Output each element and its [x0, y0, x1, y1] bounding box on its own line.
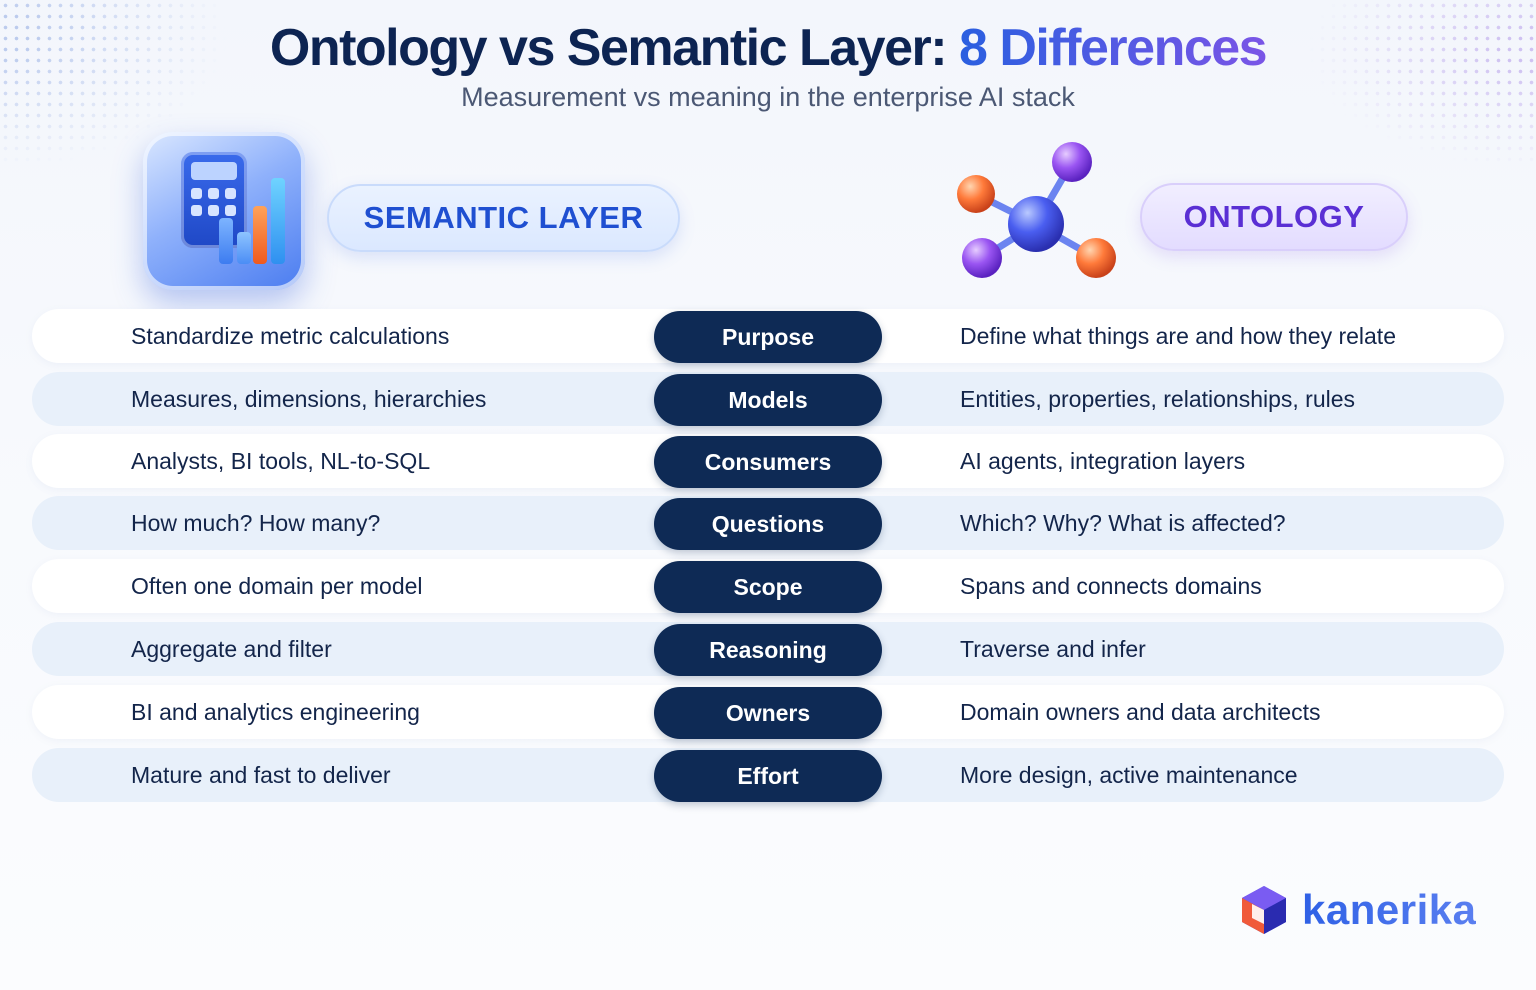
- semantic-value: Mature and fast to deliver: [131, 762, 391, 788]
- semantic-value: Aggregate and filter: [131, 636, 332, 662]
- ontology-value: Which? Why? What is affected?: [960, 510, 1286, 536]
- category-badge: Models: [654, 374, 882, 426]
- ontology-value: Define what things are and how they rela…: [960, 323, 1396, 349]
- comparison-row: Analysts, BI tools, NL-to-SQL Consumers …: [32, 434, 1504, 488]
- cube-logo-icon: [1242, 886, 1286, 934]
- category-badge: Scope: [654, 561, 882, 613]
- node-bottom-right: [1076, 238, 1116, 278]
- ontology-label: ONTOLOGY: [1140, 183, 1408, 251]
- ontology-value: AI agents, integration layers: [960, 448, 1246, 474]
- calculator-chart-icon: [143, 132, 305, 290]
- page-subtitle: Measurement vs meaning in the enterprise…: [461, 82, 1075, 112]
- category-badge: Reasoning: [654, 624, 882, 676]
- title-accent: 8 Differences: [959, 19, 1268, 77]
- semantic-value: Analysts, BI tools, NL-to-SQL: [131, 448, 431, 474]
- comparison-row: Aggregate and filter Reasoning Traverse …: [32, 622, 1504, 676]
- node-center: [1008, 196, 1064, 252]
- category-badge: Consumers: [654, 436, 882, 488]
- ontology-value: Entities, properties, relationships, rul…: [960, 386, 1356, 412]
- comparison-row: Measures, dimensions, hierarchies Models…: [32, 372, 1504, 426]
- ontology-value: Domain owners and data architects: [960, 699, 1321, 725]
- semantic-value: Measures, dimensions, hierarchies: [131, 386, 487, 412]
- comparison-row: Mature and fast to deliver Effort More d…: [32, 748, 1504, 802]
- comparison-row: BI and analytics engineering Owners Doma…: [32, 685, 1504, 739]
- comparison-row: Standardize metric calculations Purpose …: [32, 309, 1504, 363]
- semantic-layer-label: SEMANTIC LAYER: [327, 184, 680, 252]
- node-left: [957, 175, 995, 213]
- category-badge: Effort: [654, 750, 882, 802]
- ontology-value: More design, active maintenance: [960, 762, 1298, 788]
- calculator-shape: [181, 152, 247, 248]
- category-badge: Questions: [654, 498, 882, 550]
- title-main: Ontology vs Semantic Layer:: [269, 19, 959, 77]
- node-top: [1052, 142, 1092, 182]
- semantic-value: How much? How many?: [131, 510, 381, 536]
- category-badge: Purpose: [654, 311, 882, 363]
- brand-name: kanerika: [1302, 886, 1477, 933]
- comparison-row: Often one domain per model Scope Spans a…: [32, 559, 1504, 613]
- molecule-network-icon: [957, 142, 1116, 278]
- ontology-value: Traverse and infer: [960, 636, 1146, 662]
- node-bottom-left: [962, 238, 1002, 278]
- page-title: Ontology vs Semantic Layer: 8 Difference…: [0, 18, 1536, 78]
- category-badge: Owners: [654, 687, 882, 739]
- ontology-value: Spans and connects domains: [960, 573, 1262, 599]
- semantic-value: Standardize metric calculations: [131, 323, 450, 349]
- decorative-dots-right: [1306, 0, 1536, 170]
- semantic-value: Often one domain per model: [131, 573, 423, 599]
- comparison-row: How much? How many? Questions Which? Why…: [32, 496, 1504, 550]
- brand-logo: kanerika: [1236, 882, 1476, 938]
- semantic-value: BI and analytics engineering: [131, 699, 420, 725]
